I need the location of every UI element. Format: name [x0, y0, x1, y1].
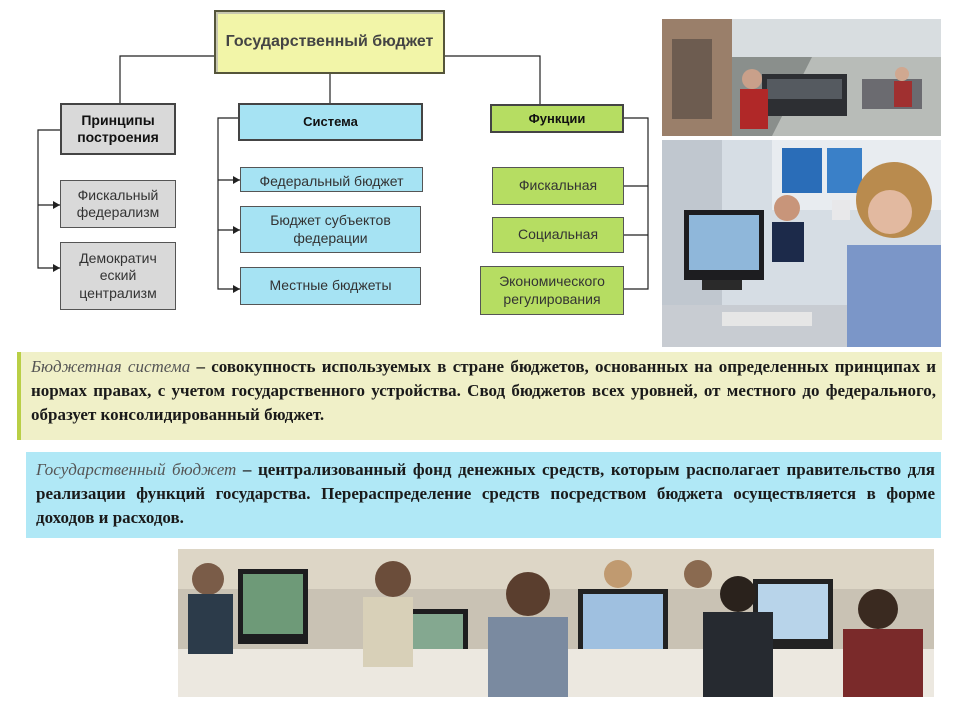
- state-budget-text: – централизованный фонд денежных средств…: [36, 460, 935, 527]
- functions-header: Функции: [490, 104, 624, 133]
- principles-header: Принципы построения: [60, 103, 176, 155]
- budget-system-definition: Бюджетная система – совокупность использ…: [17, 352, 942, 440]
- computer-class-photo: [178, 549, 934, 697]
- system-header: Система: [238, 103, 423, 141]
- state-budget-term: Государственный бюджет: [36, 460, 237, 479]
- system-local-budgets: Местные бюджеты: [240, 267, 421, 305]
- budget-system-term: Бюджетная система: [31, 357, 191, 376]
- system-federal-budget: Федеральный бюджет: [240, 167, 423, 192]
- function-economic-regulation: Экономического регулирования: [480, 266, 624, 315]
- principle-democratic-centralism: Демократич еский централизм: [60, 242, 176, 310]
- budget-system-text: – совокупность используемых в стране бюд…: [31, 357, 936, 424]
- state-budget-definition: Государственный бюджет – централизованны…: [26, 452, 941, 538]
- office-photo: [662, 140, 941, 347]
- principle-fiscal-federalism: Фискальный федерализм: [60, 180, 176, 228]
- system-regional-budget: Бюджет субъектов федерации: [240, 206, 421, 253]
- function-fiscal: Фискальная: [492, 167, 624, 205]
- root-node-state-budget: Государственный бюджет: [214, 10, 445, 74]
- function-social: Социальная: [492, 217, 624, 253]
- factory-photo: [662, 19, 941, 136]
